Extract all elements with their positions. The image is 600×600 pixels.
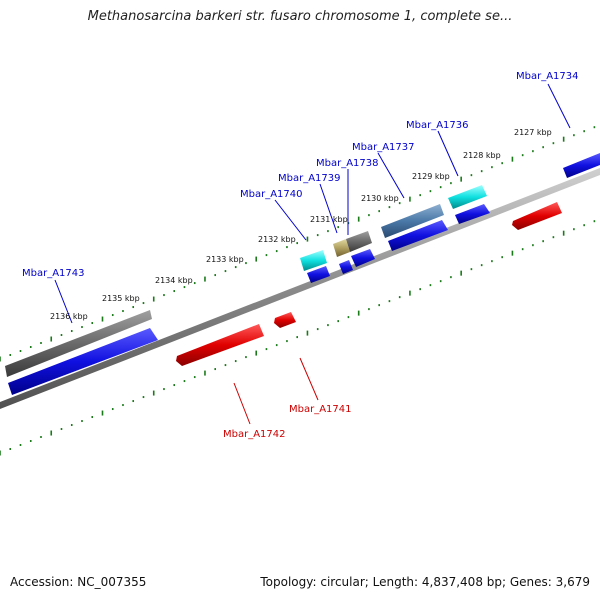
tick-label: 2128 kbp	[463, 151, 501, 160]
gene-box-cyan[interactable]	[300, 250, 327, 271]
genome-summary-text: Topology: circular; Length: 4,837,408 bp…	[260, 575, 590, 589]
gene-label-mbar-a1743[interactable]: Mbar_A1743	[22, 268, 85, 279]
tick-label: 2135 kbp	[102, 294, 140, 303]
gene-arrow[interactable]	[5, 310, 152, 377]
upper-tick-track	[0, 126, 596, 362]
gene-label-mbar-a1736[interactable]: Mbar_A1736	[406, 120, 469, 131]
chromosome-backbone	[0, 168, 600, 409]
kbp-tick-labels: 2127 kbp 2128 kbp 2129 kbp 2130 kbp 2131…	[50, 128, 552, 321]
gene-arrow[interactable]	[274, 312, 296, 328]
gene-arrow[interactable]	[307, 266, 330, 283]
gene-label-mbar-a1737[interactable]: Mbar_A1737	[352, 142, 415, 153]
map-title: Methanosarcina barkeri str. fusaro chrom…	[87, 9, 513, 24]
forward-features	[5, 153, 600, 395]
tick-label: 2130 kbp	[361, 194, 399, 203]
tick-label: 2132 kbp	[258, 235, 296, 244]
accession-text: Accession: NC_007355	[10, 575, 147, 589]
tick-label: 2131 kbp	[310, 215, 348, 224]
gene-label-mbar-a1734[interactable]: Mbar_A1734	[516, 71, 579, 82]
gene-arrow[interactable]	[388, 220, 448, 251]
tick-label: 2136 kbp	[50, 312, 88, 321]
gene-arrow[interactable]	[455, 204, 490, 224]
lower-tick-track	[0, 220, 596, 456]
gene-arrow[interactable]	[176, 324, 264, 366]
tick-label: 2127 kbp	[514, 128, 552, 137]
gene-label-mbar-a1739[interactable]: Mbar_A1739	[278, 173, 341, 184]
gene-box-gray[interactable]	[346, 231, 372, 252]
tick-label: 2133 kbp	[206, 255, 244, 264]
reverse-features	[176, 202, 562, 366]
gene-arrow[interactable]	[351, 249, 375, 267]
gene-arrow[interactable]	[512, 202, 562, 230]
tick-label: 2129 kbp	[412, 172, 450, 181]
gene-label-mbar-a1742[interactable]: Mbar_A1742	[223, 429, 286, 440]
gene-label-mbar-a1738[interactable]: Mbar_A1738	[316, 158, 379, 169]
gene-label-mbar-a1740[interactable]: Mbar_A1740	[240, 189, 303, 200]
gene-label-mbar-a1741[interactable]: Mbar_A1741	[289, 404, 352, 415]
gene-arrow[interactable]	[8, 328, 158, 395]
gene-labels: Mbar_A1734 Mbar_A1736 Mbar_A1737 Mbar_A1…	[22, 71, 579, 440]
gene-arrow[interactable]	[563, 153, 600, 178]
gene-arrow[interactable]	[339, 260, 353, 274]
gene-box-olive[interactable]	[333, 239, 350, 257]
tick-label: 2134 kbp	[155, 276, 193, 285]
gene-box-cyan[interactable]	[448, 185, 487, 209]
gene-box-steel[interactable]	[381, 204, 444, 238]
